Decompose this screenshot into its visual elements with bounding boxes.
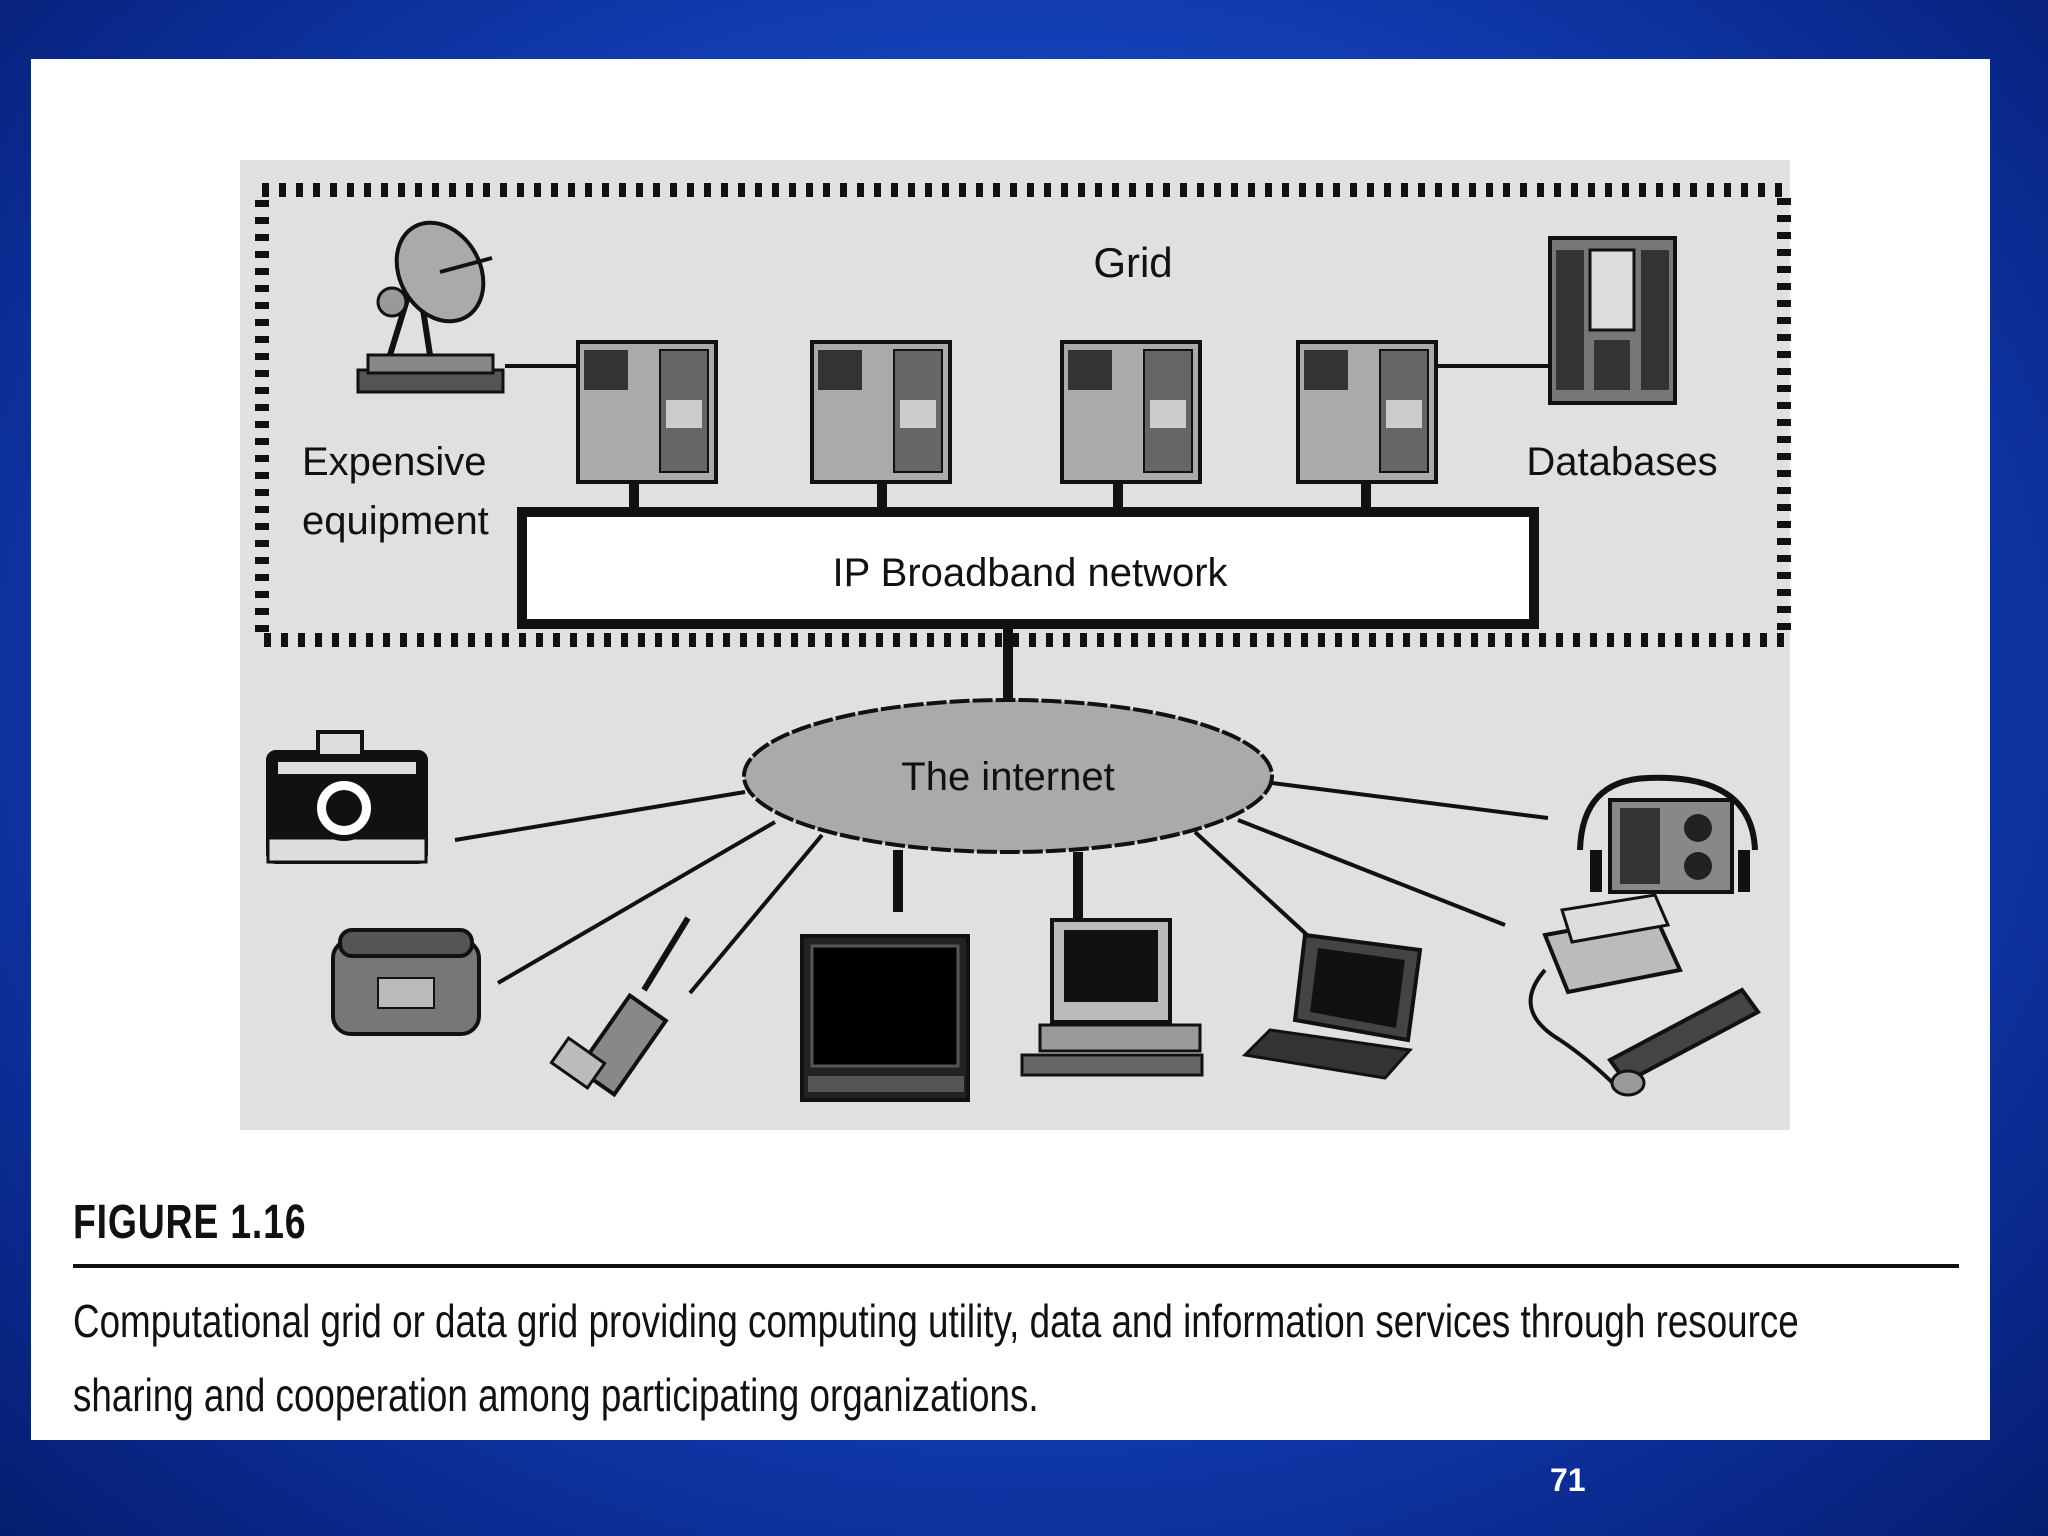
caption-line-1: Computational grid or data grid providin… bbox=[73, 1295, 1799, 1347]
telephone-icon bbox=[331, 928, 481, 1036]
satellite-dish-icon bbox=[356, 220, 505, 394]
page-number: 71 bbox=[1550, 1462, 1586, 1498]
mobile-phone-icon bbox=[549, 916, 691, 1098]
audio-player-connector bbox=[1271, 781, 1549, 820]
mobile-connector bbox=[688, 833, 824, 995]
internet-cloud bbox=[742, 698, 1274, 854]
telephone-connector bbox=[496, 820, 777, 985]
network-label: IP Broadband network bbox=[832, 551, 1228, 595]
figure-label: FIGURE 1.16 bbox=[73, 1196, 307, 1249]
equipment-label-line2: equipment bbox=[302, 499, 489, 543]
grid-server-icon bbox=[810, 340, 952, 484]
dataset-connector bbox=[1237, 818, 1506, 927]
grid-server-icon bbox=[1296, 340, 1438, 484]
audio-player-icon bbox=[1577, 774, 1758, 894]
caption-line-2: sharing and cooperation among participat… bbox=[73, 1369, 1039, 1421]
equipment-label-line1: Expensive bbox=[302, 440, 487, 484]
figure-caption: Computational grid or data grid providin… bbox=[73, 1284, 1913, 1432]
caption-divider bbox=[73, 1264, 1959, 1268]
laptop-connector bbox=[1193, 830, 1320, 947]
grid-server-icon bbox=[576, 340, 718, 484]
grid-label: Grid bbox=[1093, 239, 1172, 286]
camera-icon bbox=[266, 730, 428, 864]
databases-label: Databases bbox=[1526, 440, 1717, 484]
ip-broadband-network-box bbox=[517, 507, 1539, 629]
internet-label: The internet bbox=[901, 755, 1114, 799]
grid-server-icon bbox=[1060, 340, 1202, 484]
data-device-icon bbox=[1528, 893, 1761, 1097]
databases-icon bbox=[1548, 236, 1677, 405]
camera-connector bbox=[454, 790, 746, 842]
television-icon bbox=[800, 934, 970, 1102]
laptop-icon bbox=[1241, 932, 1423, 1080]
desktop-computer-icon bbox=[1020, 918, 1204, 1077]
